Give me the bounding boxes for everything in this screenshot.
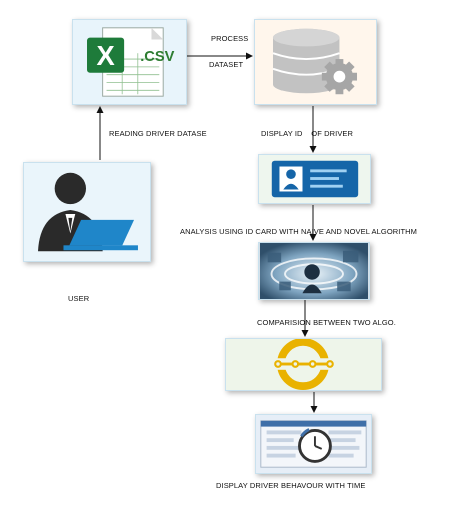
excel-csv-icon: X .CSV <box>87 27 175 97</box>
excel-letter: X <box>96 40 114 71</box>
algorithm-comparison-icon <box>266 339 340 390</box>
database-gear-icon <box>272 28 358 95</box>
comparison-node <box>225 338 382 391</box>
behaviour-time-node <box>255 414 372 474</box>
csv-text: .CSV <box>140 49 174 65</box>
csv-dataset-node: X .CSV <box>72 19 187 105</box>
label-analysis: ANALYSIS USING ID CARD WITH NAIVE AND NO… <box>180 227 418 236</box>
id-card-node <box>258 154 371 204</box>
id-card-icon <box>271 160 359 198</box>
label-comparision: COMPARISION BETWEEN TWO ALGO. <box>257 318 396 327</box>
clock-dashboard-icon <box>260 420 367 468</box>
user-laptop-icon <box>38 172 138 252</box>
label-display-behaviour: DISPLAY DRIVER BEHAVOUR WITH TIME <box>216 481 366 490</box>
abstract-tech-icon <box>259 243 369 299</box>
label-reading-driver-dataset: READING DRIVER DATASE <box>109 129 207 138</box>
user-node <box>23 162 151 262</box>
label-dataset: DATASET <box>209 60 244 69</box>
label-user: USER <box>68 294 90 303</box>
label-process: PROCESS <box>211 34 249 43</box>
analysis-node <box>258 242 370 300</box>
database-node <box>254 19 377 105</box>
label-display-id: DISPLAY ID OF DRIVER <box>261 129 354 138</box>
